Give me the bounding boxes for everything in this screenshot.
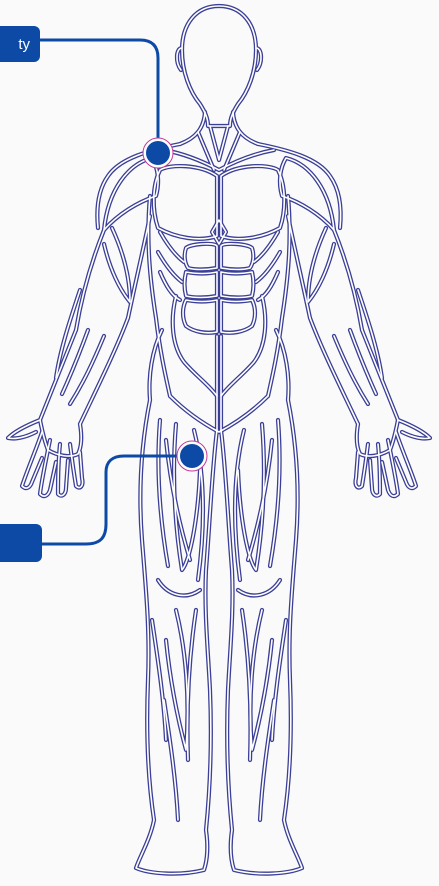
callout-line-top <box>40 40 158 150</box>
hotspot-thigh[interactable] <box>177 441 207 471</box>
callout-label-shoulder[interactable]: ty <box>0 26 40 62</box>
callout-label-thigh[interactable] <box>0 524 42 562</box>
hotspot-shoulder[interactable] <box>143 138 173 168</box>
